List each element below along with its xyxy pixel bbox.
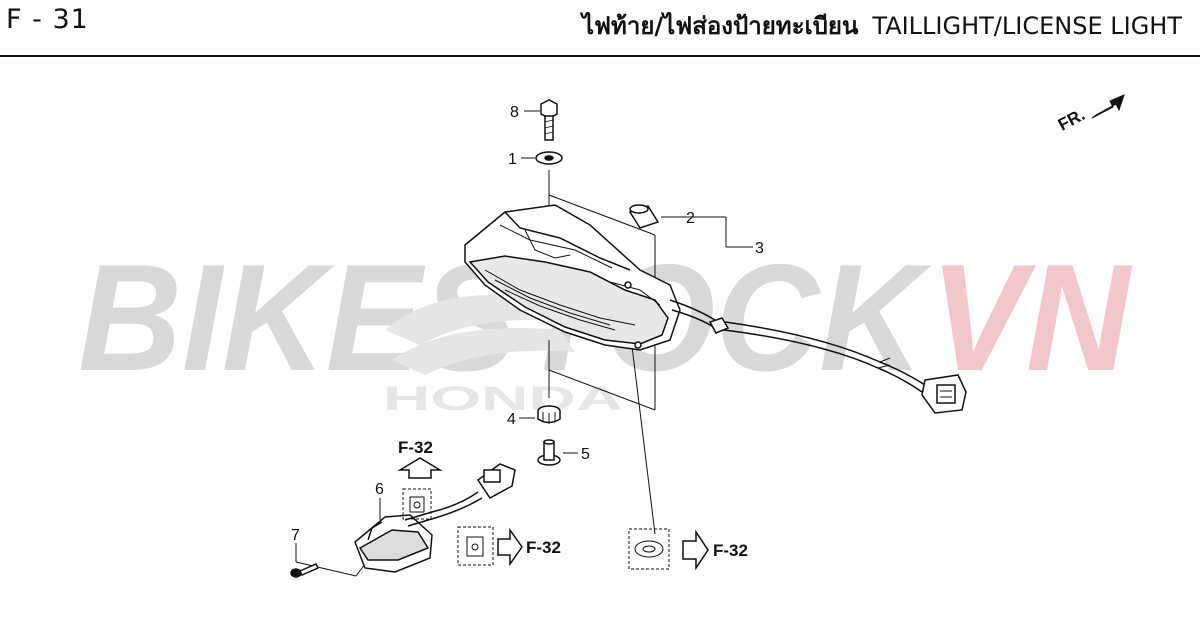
header-rule [0, 55, 1200, 57]
flange-bolt-part-8 [540, 99, 558, 141]
collar-part-5 [537, 439, 561, 466]
page-code: F - 31 [6, 4, 89, 35]
front-direction-indicator: FR. [1055, 94, 1125, 135]
reference-label-f32[interactable]: F-32 [526, 538, 561, 557]
reference-arrow-icon-right-2 [682, 529, 709, 571]
callout-number: 2 [686, 210, 695, 227]
callout-number: 8 [510, 104, 519, 121]
callout-number: 3 [755, 240, 764, 257]
honda-wing-logo [385, 294, 575, 375]
license-light-part-6 [354, 463, 516, 573]
taillight-assembly-part-3 [464, 204, 681, 351]
watermark-brand: HONDA [383, 380, 623, 418]
grommet-ref-box [628, 528, 670, 570]
reference-arrow-icon-up [397, 457, 443, 479]
callout-numbers: 8 1 2 3 4 5 6 7 [291, 104, 764, 544]
washer-part-1 [535, 151, 563, 165]
leader-lines [295, 110, 753, 577]
clip-nut-upper [402, 488, 432, 520]
front-label: FR. [1055, 105, 1088, 135]
grommet-part-4 [537, 405, 561, 424]
callout-number: 1 [508, 151, 517, 168]
title-english: TAILLIGHT/LICENSE LIGHT [872, 12, 1182, 40]
taillight-wire-harness [669, 299, 967, 414]
reference-label-f32[interactable]: F-32 [713, 541, 748, 560]
screw-part-7 [290, 563, 320, 578]
clip-nut-lower [457, 526, 494, 566]
callout-number: 7 [291, 527, 300, 544]
page-title: ไฟท้าย/ไฟส่องป้ายทะเบียน TAILLIGHT/LICENS… [582, 6, 1182, 45]
reference-label-f32[interactable]: F-32 [398, 438, 433, 457]
watermark-text-red: VN [930, 233, 1133, 403]
reference-arrow-icon-right-1 [497, 527, 523, 567]
header: F - 31 ไฟท้าย/ไฟส่องป้ายทะเบียน TAILLIGHT… [0, 0, 1200, 57]
callout-number: 4 [507, 411, 516, 428]
callout-number: 5 [581, 446, 590, 463]
title-thai: ไฟท้าย/ไฟส่องป้ายทะเบียน [581, 12, 859, 40]
collar-part-2 [628, 204, 660, 229]
watermark: BIKESTOCK VN HONDA [78, 233, 1133, 418]
callout-number: 6 [375, 481, 384, 498]
front-arrow-icon [1091, 94, 1125, 119]
